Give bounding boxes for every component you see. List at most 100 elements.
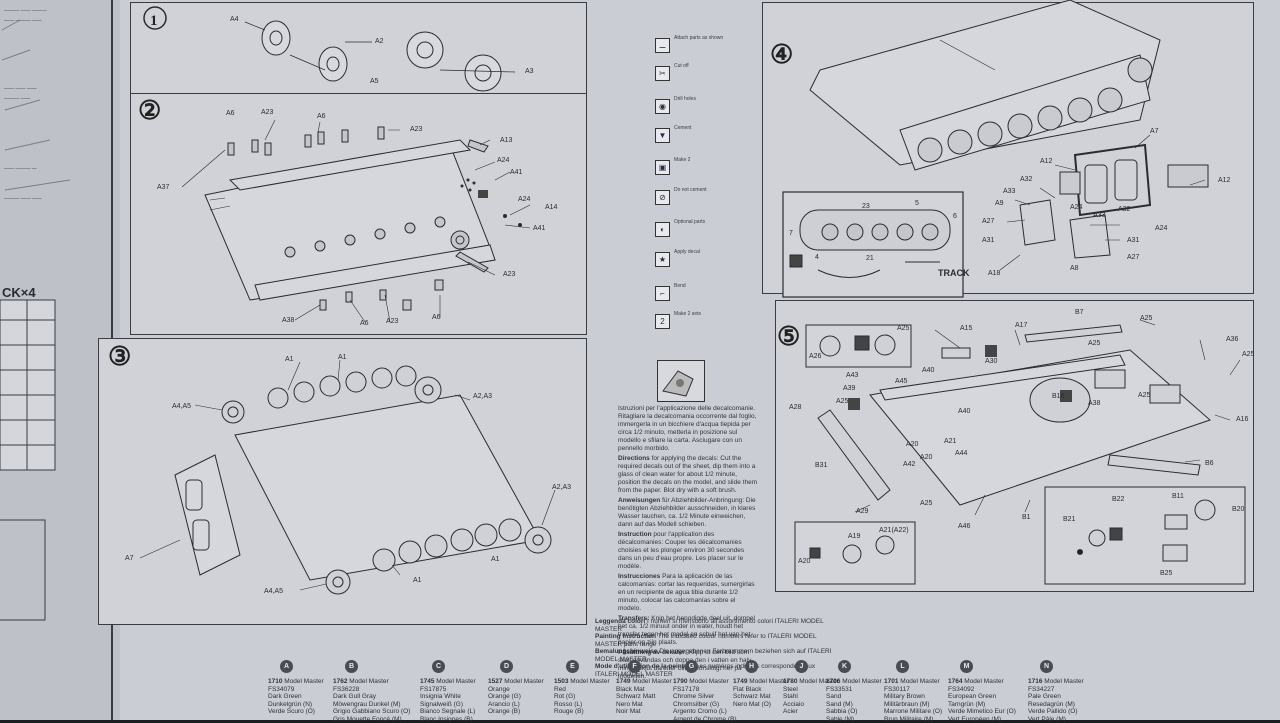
part-label: A15 — [960, 325, 972, 332]
paint-letter-badge: L — [896, 660, 909, 673]
paint-line: Marrone Militare (O) — [884, 708, 942, 716]
paint-line: Signalweiß (G) — [420, 701, 476, 709]
paint-line: Rouge (B) — [554, 708, 610, 716]
paint-line: FS36228 — [333, 686, 410, 694]
part-label: A36 — [1226, 336, 1238, 343]
part-label: A21 — [944, 438, 956, 445]
paint-line: Verde Mimetico Eur (O) — [948, 708, 1016, 716]
part-label: A38 — [1088, 400, 1100, 407]
paint-line: Tarngrün (M) — [948, 701, 1016, 709]
part-label: A40 — [922, 367, 934, 374]
part-label: B21 — [1063, 516, 1075, 523]
part-label: A30 — [985, 358, 997, 365]
part-label: A25 — [1088, 340, 1100, 347]
paint-code: 1762 — [333, 678, 347, 685]
part-label: A20 — [906, 441, 918, 448]
paint-brand: Model Master — [842, 678, 881, 685]
part-label: A25 — [1242, 351, 1254, 358]
paint-line: FS33531 — [826, 686, 882, 694]
paint-brand: Model Master — [632, 678, 671, 685]
paint-line: Nero Mat (O) — [733, 701, 789, 709]
part-label: A25 — [1140, 315, 1152, 322]
paint-brand: Model Master — [349, 678, 388, 685]
part-label: A28 — [789, 404, 801, 411]
part-label: A39 — [843, 385, 855, 392]
paint-line: Red — [554, 686, 610, 694]
paint-line: Militärbraun (M) — [884, 701, 942, 709]
part-label: A16 — [1236, 416, 1248, 423]
paint-code: 1503 — [554, 678, 568, 685]
paint-line: FS34227 — [1028, 686, 1084, 694]
paint-line: Bianco Segnale (L) — [420, 708, 476, 716]
paint-letter-badge: G — [685, 660, 698, 673]
paint-line: Sand (M) — [826, 701, 882, 709]
legend-title-fr: Mode d'utilisation de la peinture — [595, 663, 694, 670]
part-label: A21(A22) — [879, 527, 909, 534]
paint-line: Dark Gull Gray — [333, 693, 410, 701]
paint-letter-badge: D — [500, 660, 513, 673]
part-label: A25 — [1138, 392, 1150, 399]
paint-line: Sable (M) — [826, 716, 882, 723]
part-label: B11 — [1172, 493, 1184, 500]
paint-line: Verde Scuro (O) — [268, 708, 324, 716]
paint-line: FS34092 — [948, 686, 1016, 694]
paint-line: Vert Pâle (M) — [1028, 716, 1084, 723]
paint-line: FS30117 — [884, 686, 942, 694]
part-label: A40 — [958, 408, 970, 415]
paint-line: Black Mat — [616, 686, 672, 694]
paint-code: 1706 — [826, 678, 840, 685]
paint-brand: Model Master — [570, 678, 609, 685]
paint-code: 1780 — [783, 678, 797, 685]
paint-line: Arancio (L) — [488, 701, 544, 709]
paint-line: Gris Mouette Foncé (M) — [333, 716, 410, 723]
paint-line: Blanc Insignes (B) — [420, 716, 476, 723]
paint-line: Orange (G) — [488, 693, 544, 701]
paint-line: Nero Mat — [616, 701, 672, 709]
paint-line: Grigio Gabbiano Scuro (O) — [333, 708, 410, 716]
paint-brand: Model Master — [284, 678, 323, 685]
paint-code: 1745 — [420, 678, 434, 685]
paint-line: Verde Pallido (O) — [1028, 708, 1084, 716]
paint-letter-badge: K — [838, 660, 851, 673]
paint-letter-badge: C — [432, 660, 445, 673]
paint-code: 1716 — [1028, 678, 1042, 685]
part-label: A29 — [856, 508, 868, 515]
paint-code: 1764 — [948, 678, 962, 685]
paint-line: Argent de Chrome (B) — [673, 716, 737, 723]
paint-line: Noir Mat — [616, 708, 672, 716]
paint-line: FS17178 — [673, 686, 737, 694]
paint-brand: Model Master — [900, 678, 939, 685]
paint-letter-badge: J — [795, 660, 808, 673]
paint-code: 1749 — [733, 678, 747, 685]
part-label: A44 — [955, 450, 967, 457]
paint-line: Chrome Silver — [673, 693, 737, 701]
paint-line: Vert Européen (M) — [948, 716, 1016, 723]
paint-brand: Model Master — [1044, 678, 1083, 685]
part-label: B22 — [1112, 496, 1124, 503]
paint-line: Dunkelgrün (N) — [268, 701, 324, 709]
part-label: B16 — [1052, 393, 1064, 400]
paint-line: Rosso (L) — [554, 701, 610, 709]
paint-line: Rot (G) — [554, 693, 610, 701]
paint-line: Sand — [826, 693, 882, 701]
paint-line: Dark Green — [268, 693, 324, 701]
paint-letter-badge: M — [960, 660, 973, 673]
part-label: B20 — [1232, 506, 1244, 513]
part-label: A25 — [836, 398, 848, 405]
paint-letter-badge: H — [745, 660, 758, 673]
paint-code: 1790 — [673, 678, 687, 685]
part-label: B6 — [1205, 460, 1214, 467]
paint-brand: Model Master — [436, 678, 475, 685]
part-label: A45 — [895, 378, 907, 385]
part-label: A26 — [809, 353, 821, 360]
paint-brand: Model Master — [964, 678, 1003, 685]
part-label: A43 — [846, 372, 858, 379]
part-label: A19 — [848, 533, 860, 540]
paint-brand: Model Master — [504, 678, 543, 685]
part-label: B7 — [1075, 309, 1084, 316]
